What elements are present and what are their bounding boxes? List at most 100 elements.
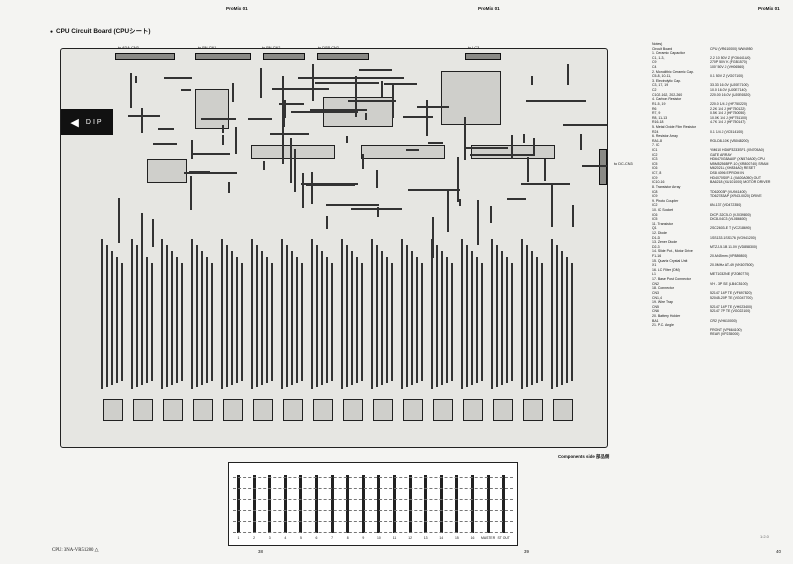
note-key: R24 — [652, 129, 659, 134]
pcb-trace — [325, 215, 328, 230]
pcb-trace — [405, 149, 419, 152]
note-key: 12. Diode — [652, 230, 667, 235]
channel-trace — [511, 263, 513, 381]
pcb-trace — [408, 189, 461, 192]
note-value: M62021L (XH834A0) RESET — [710, 166, 756, 171]
pcb-trace — [300, 183, 358, 186]
channel-trace-group — [461, 239, 487, 439]
fader-connector-pad — [313, 399, 333, 421]
pcb-trace — [152, 218, 155, 247]
pcb-trace — [354, 75, 357, 117]
pcb-trace — [383, 82, 417, 85]
note-value: 220.0 1/4 J (HF750220) — [710, 101, 747, 106]
channel-trace — [356, 257, 358, 383]
channel-trace — [241, 263, 243, 381]
note-value: 220.00 16.0V (UJ0E6520) — [710, 92, 751, 97]
note-key: R8, 11-13 — [652, 115, 668, 120]
channel-trace — [286, 245, 288, 387]
pcb-trace — [532, 138, 535, 154]
channel-trace-group — [521, 239, 547, 439]
channel-trace-group — [101, 239, 127, 439]
pcb-trace — [281, 75, 284, 119]
pcb-trace — [232, 82, 235, 102]
pcb-trace — [141, 107, 144, 134]
channel-trace — [201, 251, 203, 385]
pcb-trace — [200, 118, 236, 121]
channel-trace — [541, 263, 543, 381]
components-side-label: Components side 部品側 — [558, 454, 610, 459]
pcb-trace — [531, 76, 534, 85]
note-key: 2. Monolithic Ceramic Cap. — [652, 69, 695, 74]
channel-trace — [361, 263, 363, 381]
page-header-right: ProMix 01 — [758, 6, 780, 11]
note-row: 20. Battery Holder — [652, 314, 787, 319]
channel-trace — [436, 245, 438, 387]
channel-trace — [266, 257, 268, 383]
note-value: 2SC2603-E T (VC218690) — [710, 226, 751, 231]
pcb-trace — [259, 67, 262, 98]
fader-slot — [237, 475, 240, 533]
note-key: 3. Electrolytic Cap. — [652, 78, 682, 83]
fader-label: MASTER — [481, 536, 496, 540]
ic-cpu — [441, 71, 501, 125]
fader-label: 14 — [439, 536, 444, 540]
fader-scale-line — [233, 499, 513, 500]
note-key: 4. Carbon Resistor — [652, 97, 682, 102]
channel-trace — [431, 239, 433, 389]
fader-slot — [486, 475, 490, 533]
channel-trace-group — [281, 239, 307, 439]
note-key: R6 — [652, 106, 657, 111]
channel-trace-group — [431, 239, 457, 439]
pcb-trace — [365, 113, 368, 121]
cpu-circuit-board: ◀ DIP — [60, 48, 608, 448]
note-row: C5-8, 10-11,0.1 50V Z (VG07100) — [652, 74, 787, 79]
note-value: HD6470G8AA0F (XN574A00) CPU — [710, 157, 765, 162]
pcb-trace — [222, 135, 225, 145]
note-row: C1, 1-3,2.2 10 50V Z (FG6441U0) — [652, 56, 787, 61]
dip-marker: ◀ DIP — [61, 109, 113, 135]
note-value: 100' 50V J (VH06560) — [710, 65, 745, 70]
note-key: CN3 — [652, 290, 660, 295]
note-key: R7, 9 — [652, 111, 661, 116]
note-key: 9. Photo Coupler — [652, 198, 679, 203]
fader-slot — [361, 475, 365, 533]
note-value: DICP-32C5-O (VJ039800) — [710, 212, 751, 217]
pcb-trace — [290, 137, 293, 184]
note-key: 8. Transistor Array — [652, 184, 681, 189]
connector-pn2 — [263, 53, 305, 60]
pcb-trace — [152, 142, 178, 145]
channel-trace — [226, 245, 228, 387]
note-row: 14. Slide Pot., Motor Drive — [652, 249, 787, 254]
pcb-trace — [310, 171, 313, 204]
fader-label: 2 — [253, 536, 256, 540]
pcb-trace — [301, 172, 304, 209]
channel-trace-group — [191, 239, 217, 439]
note-row: 12. Diode — [652, 231, 787, 236]
channel-trace — [256, 245, 258, 387]
fader-connector-pad — [163, 399, 183, 421]
pcb-trace — [459, 199, 462, 207]
pcb-trace — [526, 156, 529, 182]
channel-trace-group — [221, 239, 247, 439]
note-key: C4 — [652, 65, 657, 70]
note-key: 21. P.C. Angle — [652, 323, 674, 328]
fader-connector-pad — [193, 399, 213, 421]
fader-label: 1 — [237, 536, 240, 540]
note-row: 1. Ceramic Capacitor — [652, 51, 787, 56]
note-key: 15. Quartz Crystal Unit — [652, 258, 688, 263]
fader-label: 13 — [423, 536, 428, 540]
channel-trace — [501, 251, 503, 385]
channel-trace — [161, 239, 163, 389]
fader-label: 5 — [299, 536, 302, 540]
note-row: 19. Wire Trap — [652, 300, 787, 305]
channel-trace — [181, 263, 183, 381]
fader-label: 8 — [346, 536, 349, 540]
channel-trace — [346, 245, 348, 387]
channel-trace — [561, 251, 563, 385]
